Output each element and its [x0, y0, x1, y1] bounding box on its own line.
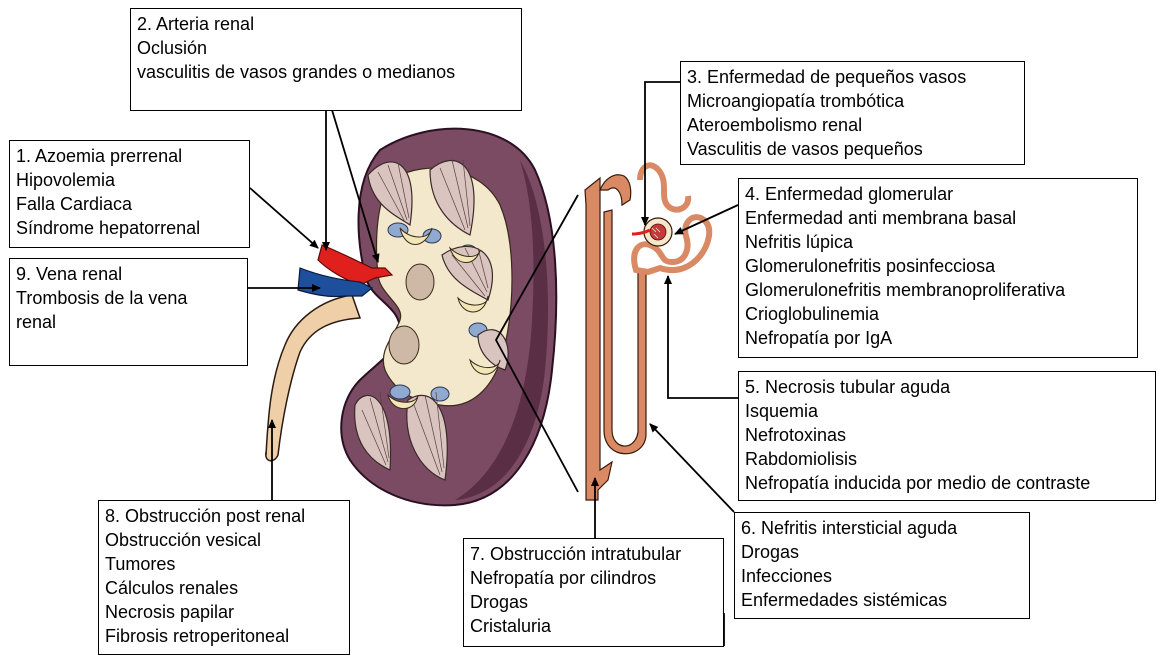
box-9-line: Trombosis de la vena — [16, 286, 241, 310]
box-6-line: Infecciones — [741, 564, 1023, 588]
box-4-line: Nefritis lúpica — [745, 230, 1131, 254]
box-4-line: Enfermedad anti membrana basal — [745, 206, 1131, 230]
proximal-tubule — [640, 165, 688, 209]
box-5-line: Isquemia — [745, 399, 1149, 423]
box-intratubular-obstruction: 7. Obstrucción intratubular Nefropatía p… — [463, 538, 724, 647]
box-4-line: Glomerulonefritis posinfecciosa — [745, 254, 1131, 278]
box-6-title: 6. Nefritis intersticial aguda — [741, 516, 1023, 540]
box-1-line: Falla Cardiaca — [16, 192, 243, 216]
box-5-line: Rabdomiolisis — [745, 447, 1149, 471]
box-8-line: Tumores — [105, 552, 343, 576]
box-4-title: 4. Enfermedad glomerular — [745, 182, 1131, 206]
box-8-title: 8. Obstrucción post renal — [105, 504, 343, 528]
box-8-line: Cálculos renales — [105, 576, 343, 600]
box-2-line: Oclusión — [137, 36, 515, 60]
box-7-line: Nefropatía por cilindros — [470, 566, 717, 590]
box-acute-tubular-necrosis: 5. Necrosis tubular aguda Isquemia Nefro… — [738, 371, 1156, 501]
box-3-title: 3. Enfermedad de pequeños vasos — [687, 65, 1018, 89]
box-4-line: Nefropatía por IgA — [745, 326, 1131, 350]
box-renal-artery: 2. Arteria renal Oclusión vasculitis de … — [130, 8, 522, 111]
box-2-line: vasculitis de vasos grandes o medianos — [137, 60, 515, 84]
box-4-line: Glomerulonefritis membranoproliferativa — [745, 278, 1131, 302]
box-small-vessel-disease: 3. Enfermedad de pequeños vasos Microang… — [680, 61, 1025, 165]
pelvis-structure-upper — [406, 264, 434, 300]
box-renal-vein: 9. Vena renal Trombosis de la vena renal — [9, 258, 248, 366]
box-7-line: Drogas — [470, 590, 717, 614]
box-6-line: Drogas — [741, 540, 1023, 564]
pelvis-structure-lower — [389, 326, 419, 364]
box-8-line: Fibrosis retroperitoneal — [105, 624, 343, 648]
box-glomerular-disease: 4. Enfermedad glomerular Enfermedad anti… — [738, 178, 1138, 358]
box-prerenal-azotemia: 1. Azoemia prerrenal Hipovolemia Falla C… — [9, 140, 250, 248]
box-8-line: Necrosis papilar — [105, 600, 343, 624]
box-7-line: Cristaluria — [470, 614, 717, 638]
box-2-title: 2. Arteria renal — [137, 12, 515, 36]
box-1-title: 1. Azoemia prerrenal — [16, 144, 243, 168]
box-9-line: renal — [16, 310, 241, 334]
box-acute-interstitial-nephritis: 6. Nefritis intersticial aguda Drogas In… — [734, 512, 1030, 619]
box-9-title: 9. Vena renal — [16, 262, 241, 286]
box-4-line: Crioglobulinemia — [745, 302, 1131, 326]
box-postrenal-obstruction: 8. Obstrucción post renal Obstrucción ve… — [98, 500, 350, 655]
box-6-line: Enfermedades sistémicas — [741, 588, 1023, 612]
box-1-line: Síndrome hepatorrenal — [16, 216, 243, 240]
collecting-duct-branch — [600, 175, 631, 205]
box-8-line: Obstrucción vesical — [105, 528, 343, 552]
box-7-title: 7. Obstrucción intratubular — [470, 542, 717, 566]
box-3-line: Vasculitis de vasos pequeños — [687, 137, 1018, 161]
box-5-line: Nefrotoxinas — [745, 423, 1149, 447]
box-3-line: Ateroembolismo renal — [687, 113, 1018, 137]
box-5-title: 5. Necrosis tubular aguda — [745, 375, 1149, 399]
box-5-line: Nefropatía inducida por medio de contras… — [745, 471, 1149, 495]
box-1-line: Hipovolemia — [16, 168, 243, 192]
box-3-line: Microangiopatía trombótica — [687, 89, 1018, 113]
